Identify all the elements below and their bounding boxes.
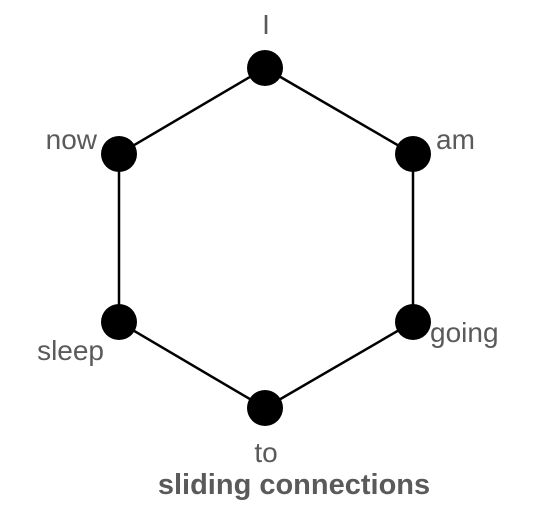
- node-label-now: now: [46, 124, 98, 155]
- node-label-going: going: [430, 317, 499, 348]
- diagram-caption: sliding connections: [158, 469, 430, 501]
- labels-layer: Iam going to sleep now: [37, 9, 498, 468]
- node-label-am: am: [436, 124, 475, 155]
- node-sleep: [101, 304, 137, 340]
- node-label-i: I: [262, 9, 270, 40]
- edge-n5-n0: [118, 66, 266, 156]
- node-label-to: to: [254, 437, 277, 468]
- node-am: [395, 136, 431, 172]
- node-going: [395, 304, 431, 340]
- nodes-layer: [101, 50, 431, 426]
- node-i: [247, 50, 283, 86]
- edges-layer: [117, 66, 415, 410]
- edge-n2-n3: [264, 320, 414, 410]
- edge-n3-n4: [118, 320, 266, 410]
- node-to: [247, 390, 283, 426]
- node-label-sleep: sleep: [37, 335, 104, 366]
- edge-n0-n1: [264, 66, 414, 156]
- node-now: [101, 136, 137, 172]
